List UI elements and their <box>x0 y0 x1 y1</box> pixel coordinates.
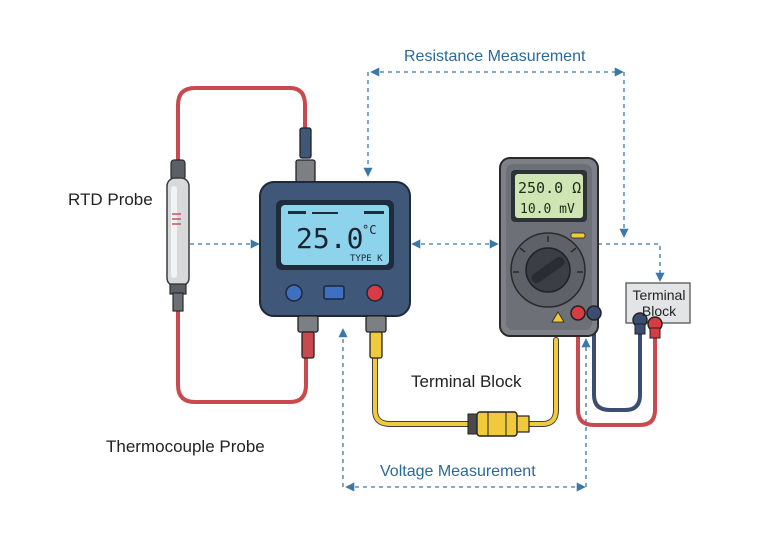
multimeter-line1: 250.0 Ω <box>518 179 581 197</box>
multimeter-line2: 10.0 mV <box>520 202 575 217</box>
multimeter-navy-jack[interactable] <box>586 305 602 321</box>
thermocouple-probe-label: Thermocouple Probe <box>106 437 265 456</box>
temperature-calibrator <box>259 127 411 359</box>
rtd-red-wire <box>176 86 307 167</box>
terminal-block-center-label: Terminal Block <box>411 372 522 391</box>
multimeter-red-jack[interactable] <box>570 305 586 321</box>
thermocouple-yellow-wire-right <box>525 337 559 427</box>
meter-to-terminal-arrow <box>598 243 665 282</box>
rtd-probe <box>166 159 190 312</box>
navy-test-lead <box>592 320 642 412</box>
calibrator-unit: °C <box>362 223 376 237</box>
calibrator-center-button[interactable] <box>323 285 345 300</box>
voltage-measurement-label: Voltage Measurement <box>380 463 536 480</box>
calibrator-reading: 25.0 <box>296 222 363 255</box>
terminal-block-box-label: Terminal Block <box>632 287 686 319</box>
rtd-lower-red-wire <box>176 308 308 404</box>
calibrator-type-label: TYPE K <box>350 254 383 264</box>
resistance-measurement-label: Resistance Measurement <box>404 48 586 65</box>
digital-multimeter <box>499 157 602 337</box>
terminal-block <box>625 282 691 339</box>
calibrator-blue-button[interactable] <box>285 284 303 302</box>
thermocouple-connector <box>467 411 530 437</box>
rtd-probe-label: RTD Probe <box>68 190 153 209</box>
red-test-lead <box>576 320 657 427</box>
calibrator-red-button[interactable] <box>366 284 384 302</box>
